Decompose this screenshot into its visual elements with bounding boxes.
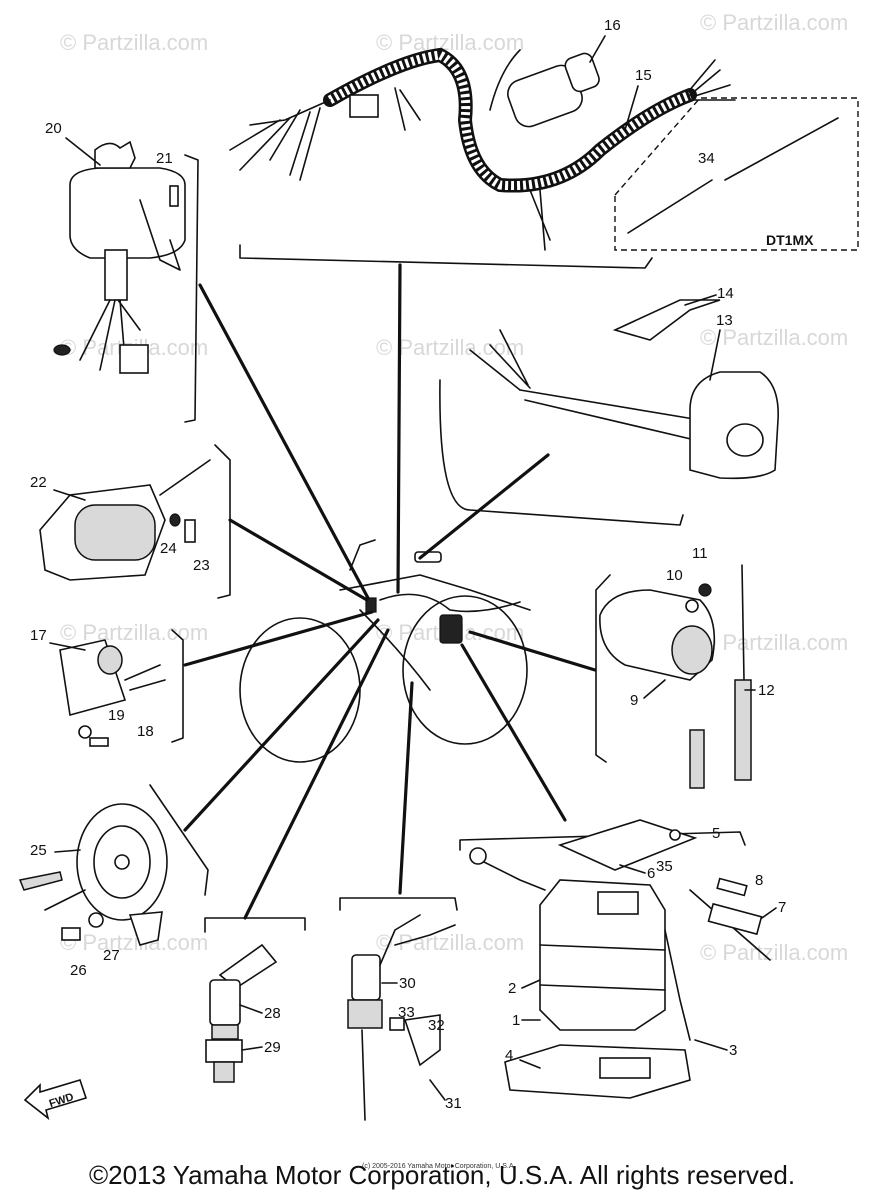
- callout-28: 28: [264, 1005, 281, 1022]
- callout-33: 33: [398, 1004, 415, 1021]
- callout-9: 9: [630, 692, 638, 709]
- watermark: © Partzilla.com: [700, 325, 848, 350]
- variant-label: DT1MX: [766, 232, 814, 248]
- callout-29: 29: [264, 1039, 281, 1056]
- callout-23: 23: [193, 557, 210, 574]
- neutral-switch-group: 30 33 32 31: [339, 897, 462, 1121]
- callout-22: 22: [30, 474, 47, 491]
- callout-21: 21: [156, 150, 173, 167]
- leader-lines: [183, 263, 597, 920]
- callout-7: 7: [778, 899, 786, 916]
- callout-34: 34: [698, 150, 715, 167]
- callout-16: 16: [604, 17, 621, 34]
- callout-20: 20: [45, 120, 62, 137]
- callout-11: 11: [692, 545, 708, 562]
- callout-14: 14: [717, 285, 734, 302]
- rectifier-group: 17 19 18: [30, 627, 184, 747]
- watermark: © Partzilla.com: [700, 940, 848, 965]
- callout-10: 10: [666, 567, 683, 584]
- watermark: © Partzilla.com: [376, 30, 524, 55]
- battery-group: 5 6 35 8 7 2 1 3 4: [459, 819, 786, 1099]
- watermark: © Partzilla.com: [700, 630, 848, 655]
- callout-17: 17: [30, 627, 47, 644]
- callout-18: 18: [137, 723, 154, 740]
- watermark: © Partzilla.com: [60, 30, 208, 55]
- callout-27: 27: [103, 947, 120, 964]
- wire-harness: 16 15: [229, 17, 736, 269]
- callout-12: 12: [758, 682, 775, 699]
- motorcycle-outline: [239, 539, 531, 763]
- horn-group: 25 27 26: [18, 784, 209, 979]
- callout-35: 35: [656, 858, 673, 875]
- watermark: © Partzilla.com: [60, 930, 208, 955]
- watermark: © Partzilla.com: [700, 10, 848, 35]
- callout-15: 15: [635, 67, 652, 84]
- callout-26: 26: [70, 962, 87, 979]
- callout-13: 13: [716, 312, 733, 329]
- fine-print: (c) 2005-2016 Yamaha Motor Corporation, …: [362, 1163, 515, 1170]
- callout-1: 1: [512, 1012, 520, 1029]
- callout-2: 2: [508, 980, 516, 997]
- callout-8: 8: [755, 872, 763, 889]
- battery-marker: [439, 614, 463, 644]
- callout-24: 24: [160, 540, 177, 557]
- callout-31: 31: [445, 1095, 462, 1112]
- handlebar-switch-group: 14 13: [439, 285, 779, 526]
- main-switch-group: 20 21: [45, 120, 199, 423]
- spark-plug-group: 28 29: [204, 917, 306, 1083]
- callout-30: 30: [399, 975, 416, 992]
- callout-5: 5: [712, 825, 720, 842]
- ignition-coil-group: 10 11 9 12: [595, 545, 775, 789]
- callout-6: 6: [647, 865, 655, 882]
- dt1mx-variant-box: 34 DT1MX: [614, 97, 859, 251]
- callout-32: 32: [428, 1017, 445, 1034]
- callout-4: 4: [505, 1047, 513, 1064]
- callout-25: 25: [30, 842, 47, 859]
- watermark: © Partzilla.com: [60, 620, 208, 645]
- fwd-arrow: FWD: [23, 1079, 88, 1121]
- callout-19: 19: [108, 707, 125, 724]
- regulator-group: 22 24 23: [30, 444, 231, 599]
- watermark: © Partzilla.com: [376, 930, 524, 955]
- watermarks: © Partzilla.com © Partzilla.com © Partzi…: [60, 10, 848, 965]
- copyright-notice: ©2013 Yamaha Motor Corporation, U.S.A. A…: [88, 1160, 796, 1190]
- callout-3: 3: [729, 1042, 737, 1059]
